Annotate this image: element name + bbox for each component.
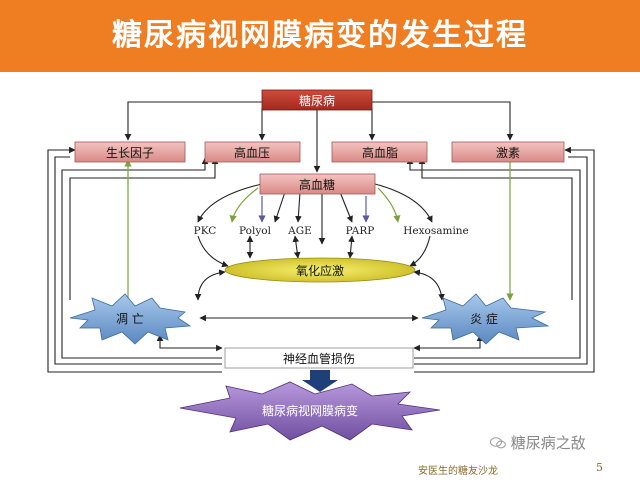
watermark: 糖尿病之敌 bbox=[490, 432, 586, 453]
diabetes-label: 糖尿病 bbox=[299, 93, 335, 108]
hormone-label: 激素 bbox=[496, 146, 520, 160]
node-diabetes: 糖尿病 bbox=[261, 89, 373, 111]
title-bar: 糖尿病视网膜病变的发生过程 bbox=[0, 0, 640, 72]
node-hormone: 激素 bbox=[451, 141, 565, 163]
purple-links bbox=[258, 196, 370, 223]
hypertension-label: 高血压 bbox=[234, 145, 270, 160]
growth-factor-label: 生长因子 bbox=[106, 146, 154, 160]
page-title: 糖尿病视网膜病变的发生过程 bbox=[112, 18, 528, 53]
hyperlipidemia-label: 高血脂 bbox=[362, 145, 398, 160]
pathway-hexosamine: Hexosamine bbox=[403, 225, 469, 237]
inflammation-label: 炎 症 bbox=[470, 311, 498, 326]
footer-text: 安医生的糖友沙龙 bbox=[418, 466, 498, 477]
node-retinopathy: 糖尿病视网膜病变 bbox=[179, 381, 441, 441]
node-neurovascular-damage: 神经血管损伤 bbox=[224, 347, 414, 369]
node-hyperlipidemia: 高血脂 bbox=[331, 141, 428, 163]
retinopathy-label: 糖尿病视网膜病变 bbox=[262, 403, 358, 418]
node-hypertension: 高血压 bbox=[204, 141, 301, 163]
green-links bbox=[124, 159, 514, 301]
connectors bbox=[47, 101, 595, 373]
node-oxidative-stress: 氧化应激 bbox=[224, 257, 416, 283]
watermark-text: 糖尿病之敌 bbox=[510, 434, 586, 452]
node-growth-factor: 生长因子 bbox=[74, 141, 186, 163]
pathway-labels: PKC Polyol AGE PARP Hexosamine bbox=[194, 225, 469, 237]
down-arrow bbox=[302, 370, 338, 392]
wechat-icon bbox=[490, 435, 506, 449]
node-apoptosis: 凋 亡 bbox=[69, 293, 192, 345]
node-inflammation: 炎 症 bbox=[421, 293, 550, 345]
pathway-age: AGE bbox=[287, 225, 312, 237]
apoptosis-label: 凋 亡 bbox=[116, 312, 144, 326]
hyperglycemia-label: 高血糖 bbox=[299, 177, 335, 192]
node-hyperglycemia: 高血糖 bbox=[259, 173, 376, 195]
oxidative-stress-label: 氧化应激 bbox=[296, 263, 344, 278]
pathway-polyol: Polyol bbox=[239, 225, 272, 237]
page-number: 5 bbox=[596, 461, 603, 474]
pathway-parp: PARP bbox=[346, 225, 375, 237]
neurovascular-damage-label: 神经血管损伤 bbox=[283, 351, 355, 366]
pathway-pkc: PKC bbox=[194, 225, 217, 237]
